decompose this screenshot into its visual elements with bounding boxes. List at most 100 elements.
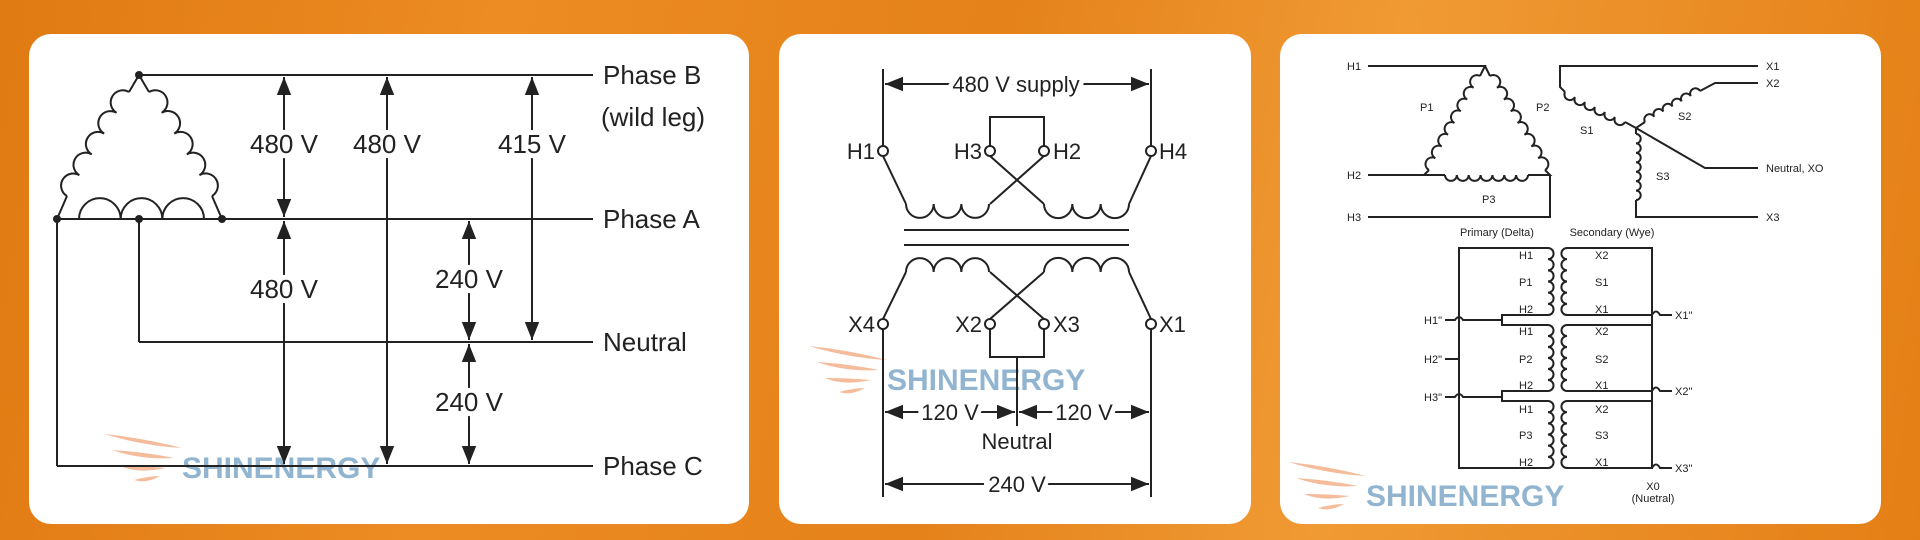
supply-label: 480 V supply bbox=[952, 72, 1079, 97]
h3-label: H3 bbox=[954, 139, 982, 164]
winding-terminal-label: P2 bbox=[1519, 354, 1532, 366]
winding-terminal-label: H1 bbox=[1519, 326, 1533, 338]
x2-ext-label: X2" bbox=[1675, 386, 1692, 398]
h3-label: H3 bbox=[1347, 212, 1361, 224]
x1-line bbox=[1559, 65, 1758, 93]
p3-label: P3 bbox=[1482, 194, 1495, 206]
half-voltage-left: 120 V bbox=[921, 400, 979, 425]
h2-h3-jumper bbox=[989, 116, 1045, 146]
winding-terminal-label: H2 bbox=[1519, 457, 1533, 469]
primary-winding-coil bbox=[1547, 324, 1555, 392]
wiring bbox=[56, 73, 593, 467]
delta-coil-left bbox=[60, 89, 130, 197]
terminal-h1 bbox=[877, 145, 889, 157]
voltage-label: 480 V bbox=[250, 274, 319, 304]
secondary-winding-coil bbox=[1560, 324, 1568, 392]
x0-label: X0 bbox=[1646, 481, 1659, 493]
secondary-external-leads bbox=[1651, 310, 1672, 469]
x2-label: X2 bbox=[1766, 78, 1779, 90]
s2-label: S2 bbox=[1678, 111, 1691, 123]
x0-note: (Nuetral) bbox=[1632, 493, 1675, 505]
primary-coil-left bbox=[905, 203, 990, 219]
h3-ext-label: H3" bbox=[1424, 392, 1442, 404]
watermark-logo: SHINENERGY bbox=[1288, 462, 1564, 513]
winding-terminal-label: H2 bbox=[1519, 380, 1533, 392]
watermark-logo: SHINENERGY bbox=[104, 434, 380, 485]
h1-line bbox=[1368, 65, 1491, 77]
secondary-heading: Secondary (Wye) bbox=[1570, 227, 1655, 239]
terminal-x3 bbox=[1038, 318, 1050, 330]
p2-label: P2 bbox=[1536, 102, 1549, 114]
terminal-h3 bbox=[984, 145, 996, 157]
neutral-label: Neutral bbox=[982, 429, 1053, 454]
voltage-label: 415 V bbox=[498, 129, 567, 159]
terminal-h4 bbox=[1145, 145, 1157, 157]
x4-label: X4 bbox=[848, 312, 875, 337]
x2-label: X2 bbox=[955, 312, 982, 337]
winding-terminal-label: X1 bbox=[1595, 304, 1608, 316]
secondary-coil-right bbox=[1043, 256, 1130, 273]
junction-dot bbox=[53, 215, 61, 223]
s3-coil bbox=[1635, 133, 1642, 201]
terminal-x1 bbox=[1145, 318, 1157, 330]
x1-label: X1 bbox=[1159, 312, 1186, 337]
primary-coil-right bbox=[1043, 203, 1130, 220]
delta-coil-bottom bbox=[78, 197, 205, 220]
x2-x3-jumper-neutral bbox=[989, 329, 1045, 426]
winding-terminal-label: X2 bbox=[1595, 404, 1608, 416]
junction-dot bbox=[135, 215, 143, 223]
s3-label: S3 bbox=[1656, 171, 1669, 183]
secondary-links bbox=[1567, 314, 1652, 402]
x1-ext-label: X1" bbox=[1675, 310, 1692, 322]
s1-label: S1 bbox=[1580, 125, 1593, 137]
full-voltage-label: 240 V bbox=[988, 472, 1046, 497]
winding-terminal-label: X2 bbox=[1595, 326, 1608, 338]
h2-ext-label: H2" bbox=[1424, 354, 1442, 366]
winding-terminal-label: S1 bbox=[1595, 277, 1608, 289]
neutral-xo-line bbox=[1624, 121, 1758, 169]
primary-winding-coil bbox=[1547, 247, 1555, 316]
winding-terminal-label: S3 bbox=[1595, 430, 1608, 442]
secondary-coil-left bbox=[905, 257, 990, 273]
winding-terminal-label: X1 bbox=[1595, 380, 1608, 392]
junction-dot bbox=[135, 71, 143, 79]
p2-coil bbox=[1489, 74, 1550, 171]
x2-line bbox=[1699, 82, 1758, 92]
delta-coil-right bbox=[148, 89, 219, 197]
watermark-text: SHINENERGY bbox=[887, 364, 1085, 397]
winding-terminal-label: H1 bbox=[1519, 250, 1533, 262]
terminal-x2 bbox=[984, 318, 996, 330]
phase-a-label: Phase A bbox=[603, 204, 701, 234]
wild-leg-label: (wild leg) bbox=[601, 102, 705, 132]
h4-label: H4 bbox=[1159, 139, 1187, 164]
winding-terminal-label: X1 bbox=[1595, 457, 1608, 469]
voltage-label: 480 V bbox=[353, 129, 422, 159]
neutral-label: Neutral bbox=[603, 327, 687, 357]
secondary-bus-right bbox=[1567, 247, 1653, 469]
primary-bus-left bbox=[1458, 247, 1548, 469]
terminal-h2 bbox=[1038, 145, 1050, 157]
watermark-logo: SHINENERGY bbox=[809, 346, 1085, 397]
secondary-winding-coil bbox=[1560, 400, 1568, 469]
winding-terminal-label: S2 bbox=[1595, 354, 1608, 366]
h1-label: H1 bbox=[1347, 61, 1361, 73]
primary-winding-coil bbox=[1547, 400, 1555, 469]
s2-coil bbox=[1643, 87, 1701, 123]
x3-line bbox=[1635, 200, 1758, 218]
half-voltage-right: 120 V bbox=[1055, 400, 1113, 425]
wild-leg-delta-panel: SHINENERGY 480 V 480 V 415 V 480 V 240 V… bbox=[29, 34, 749, 524]
junction-dot bbox=[218, 215, 226, 223]
voltage-label: 240 V bbox=[435, 387, 504, 417]
h2-label: H2 bbox=[1053, 139, 1081, 164]
winding-terminal-label: P1 bbox=[1519, 277, 1532, 289]
p3-coil bbox=[1444, 174, 1529, 182]
winding-terminal-label: P3 bbox=[1519, 430, 1532, 442]
x3-label: X3 bbox=[1053, 312, 1080, 337]
secondary-leads bbox=[882, 271, 1152, 320]
watermark-text: SHINENERGY bbox=[182, 452, 380, 485]
x3-ext-label: X3" bbox=[1675, 463, 1692, 475]
h2-label: H2 bbox=[1347, 170, 1361, 182]
p1-coil bbox=[1424, 74, 1481, 171]
delta-wye-transformer-panel: SHINENERGY H1 H2 H3 P1 P2 P3 S1 S2 S3 X1… bbox=[1280, 34, 1881, 524]
winding-terminal-label: H1 bbox=[1519, 404, 1533, 416]
